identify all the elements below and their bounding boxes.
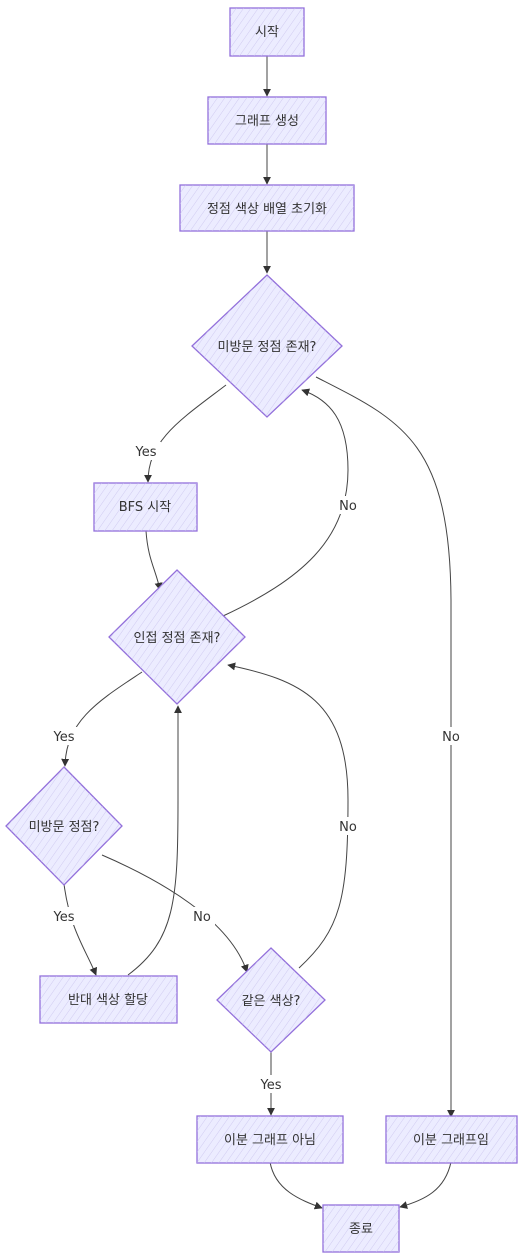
label-adjacent-yes: Yes xyxy=(49,727,79,745)
edge-labels: Yes No No Yes No Yes No Yes xyxy=(49,442,464,1093)
label-vertex-no-text: No xyxy=(193,910,211,925)
edge-adjacent-vertex xyxy=(61,671,143,767)
node-same-color-label: 같은 색상? xyxy=(242,994,301,1009)
edge-unvisited-bfs xyxy=(144,384,227,483)
node-adjacent-exists-label: 인접 정점 존재? xyxy=(134,631,221,646)
nodes: 시작 그래프 생성 정점 색상 배열 초기화 미방문 정점 존재? BFS 시작 xyxy=(5,7,518,1253)
label-vertex-yes: Yes xyxy=(49,907,79,925)
node-bfs-start[interactable]: BFS 시작 xyxy=(93,482,198,532)
node-same-color[interactable]: 같은 색상? xyxy=(216,947,326,1053)
node-not-bipartite[interactable]: 이분 그래프 아님 xyxy=(196,1115,344,1164)
node-is-bipartite-label: 이분 그래프임 xyxy=(413,1133,489,1148)
label-vertex-no: No xyxy=(189,907,215,925)
label-adjacent-yes-text: Yes xyxy=(53,730,75,745)
label-adjacent-no-back: No xyxy=(335,817,361,835)
edge-vertex-assign xyxy=(63,883,98,976)
node-start[interactable]: 시작 xyxy=(229,7,305,57)
node-end[interactable]: 종료 xyxy=(322,1204,400,1253)
node-create-graph-label: 그래프 생성 xyxy=(235,114,299,129)
node-adjacent-exists[interactable]: 인접 정점 존재? xyxy=(108,569,246,705)
edge-assign-adjacent xyxy=(127,705,182,976)
edge-adjacent-unvisited-back xyxy=(222,388,349,617)
edge-unvisited-bipartite xyxy=(315,376,455,1118)
label-vertex-yes-text: Yes xyxy=(53,910,75,925)
node-init-colors[interactable]: 정점 색상 배열 초기화 xyxy=(179,184,355,232)
label-unvisited-yes: Yes xyxy=(131,442,161,460)
label-samecolor-yes-text: Yes xyxy=(260,1078,282,1093)
node-unvisited-vertex[interactable]: 미방문 정점? xyxy=(5,766,123,886)
label-unvisited-no-final: No xyxy=(438,727,464,745)
node-end-label: 종료 xyxy=(349,1222,373,1237)
node-create-graph[interactable]: 그래프 생성 xyxy=(207,96,327,145)
edge-samecolor-adjacent xyxy=(227,662,349,969)
edge-notbipartite-end xyxy=(269,1161,323,1210)
label-unvisited-yes-text: Yes xyxy=(135,445,157,460)
node-is-bipartite[interactable]: 이분 그래프임 xyxy=(385,1115,518,1164)
label-unvisited-no-back-text: No xyxy=(339,499,357,514)
node-not-bipartite-label: 이분 그래프 아님 xyxy=(224,1133,316,1148)
node-start-label: 시작 xyxy=(255,25,279,40)
edge-bfs-adjacent xyxy=(145,530,163,591)
node-unvisited-vertex-label: 미방문 정점? xyxy=(29,820,100,835)
edge-bipartite-end xyxy=(399,1161,452,1209)
label-adjacent-no-back-text: No xyxy=(339,820,357,835)
label-unvisited-no-final-text: No xyxy=(442,730,460,745)
label-unvisited-no-back: No xyxy=(335,496,361,514)
node-bfs-start-label: BFS 시작 xyxy=(119,500,172,515)
edge-vertex-samecolor xyxy=(101,854,249,973)
node-unvisited-exists[interactable]: 미방문 정점 존재? xyxy=(191,274,343,418)
node-unvisited-exists-label: 미방문 정점 존재? xyxy=(218,340,317,355)
node-assign-opposite[interactable]: 반대 색상 할당 xyxy=(39,975,178,1024)
node-init-colors-label: 정점 색상 배열 초기화 xyxy=(207,202,327,217)
node-assign-opposite-label: 반대 색상 할당 xyxy=(68,993,148,1008)
label-samecolor-yes: Yes xyxy=(256,1075,286,1093)
